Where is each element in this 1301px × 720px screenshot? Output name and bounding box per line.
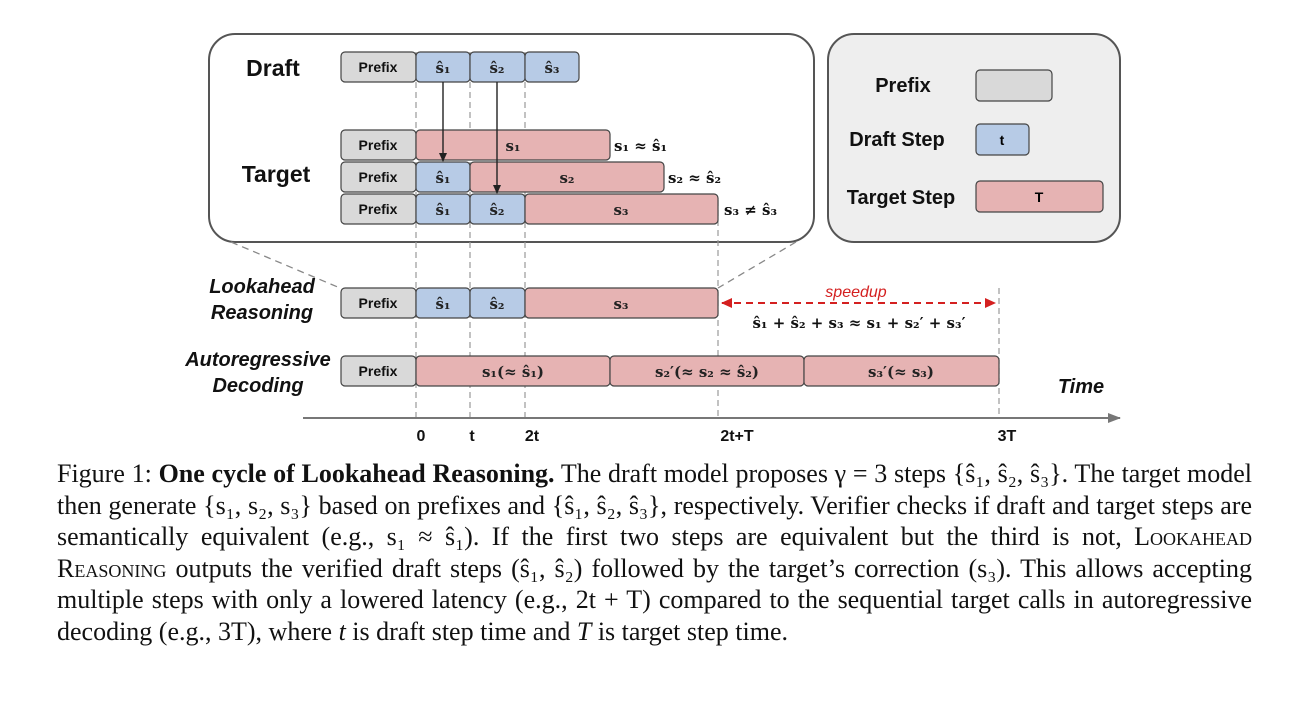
zoom-connector-left (230, 241, 341, 289)
zoom-connector-right (717, 241, 797, 289)
legend-prefix-swatch (975, 69, 1053, 102)
tick-2t: 2t (525, 428, 540, 445)
target2-step-s2-label: s₂ (559, 169, 574, 187)
autoregressive-step-3 (803, 355, 1000, 387)
lookahead-draft-s2-label: ŝ₂ (489, 295, 504, 313)
lookahead-title-line2: Reasoning (211, 302, 313, 324)
figure-diagram: Prefix Draft Step t Target Step T Draft … (184, 33, 1121, 445)
tick-0: 0 (417, 428, 426, 445)
lookahead-prefix-label: Prefix (359, 295, 398, 311)
target2-step-s2 (469, 161, 665, 193)
target3-step-s3 (524, 193, 719, 225)
draft-prefix-label: Prefix (359, 59, 398, 75)
target1-prefix-label: Prefix (359, 137, 398, 153)
check-2: s₂ ≈ ŝ₂ (668, 169, 721, 187)
caption-figure-label: Figure 1: (57, 459, 152, 488)
target2-prefix-label: Prefix (359, 169, 398, 185)
target3-prefix-label: Prefix (359, 201, 398, 217)
caption-part1: The draft model proposes γ = 3 steps {ŝ₁… (57, 459, 1253, 551)
autoregressive-step-2-label: s₂′(≈ s₂ ≈ ŝ₂) (655, 363, 759, 381)
legend-target-step-swatch (975, 180, 1104, 213)
lookahead-title-line1: Lookahead (209, 276, 315, 298)
draft-step-2-label: ŝ₂ (489, 59, 504, 77)
legend-target-step-label: Target Step (847, 187, 956, 209)
caption-var-t: t (338, 616, 346, 646)
tick-2t-plus-T: 2t+T (720, 428, 754, 445)
autoregressive-step-3-label: s₃′(≈ s₃) (868, 363, 934, 381)
caption-var-T: T (576, 616, 592, 646)
target-row-title: Target (242, 161, 311, 187)
autoregressive-title-line2: Decoding (212, 375, 303, 397)
lookahead-target-s3 (524, 287, 719, 319)
target3-draft-s1-label: ŝ₁ (435, 201, 450, 219)
lookahead-target-s3-label: s₃ (613, 295, 628, 313)
tick-3T: 3T (998, 428, 1017, 445)
speedup-label: speedup (825, 284, 886, 301)
tick-t: t (469, 428, 475, 445)
target1-step-s1-label: s₁ (505, 137, 520, 155)
lookahead-draft-s1-label: ŝ₁ (435, 295, 450, 313)
caption-part3: is draft step time and (352, 616, 571, 646)
caption-title: One cycle of Lookahead Reasoning. (158, 459, 555, 488)
target3-step-s3-label: s₃ (613, 201, 628, 219)
legend-draft-step-box-text: t (1000, 132, 1005, 148)
caption-part4: is target step time. (597, 616, 788, 646)
caption-part2: outputs the verified draft steps (ŝ₁, ŝ₂… (57, 553, 1253, 646)
legend-prefix-label: Prefix (875, 75, 931, 97)
check-1: s₁ ≈ ŝ₁ (614, 137, 667, 155)
draft-step-1-label: ŝ₁ (435, 59, 450, 77)
check-3: s₃ ≠ ŝ₃ (724, 201, 777, 219)
autoregressive-prefix-label: Prefix (359, 363, 398, 379)
autoregressive-step-1-label: s₁(≈ ŝ₁) (482, 363, 544, 381)
target1-step-s1 (415, 129, 611, 161)
speedup-equation: ŝ₁ + ŝ₂ + s₃ ≈ s₁ + s₂′ + s₃′ (752, 314, 965, 332)
figure-caption: Figure 1: One cycle of Lookahead Reasoni… (57, 458, 1252, 647)
legend-draft-step-swatch (975, 123, 1030, 156)
draft-step-3-label: ŝ₃ (544, 59, 559, 77)
legend-target-step-box-text: T (1035, 189, 1044, 205)
draft-step-3 (524, 51, 580, 83)
target3-draft-s2-label: ŝ₂ (489, 201, 504, 219)
target2-draft-s1-label: ŝ₁ (435, 169, 450, 187)
time-axis-label: Time (1058, 376, 1104, 398)
autoregressive-title-line1: Autoregressive (184, 349, 331, 371)
draft-row-title: Draft (246, 55, 300, 81)
legend-draft-step-label: Draft Step (849, 129, 945, 151)
caption-method-name: Lookahead Reasoning (57, 522, 1253, 583)
